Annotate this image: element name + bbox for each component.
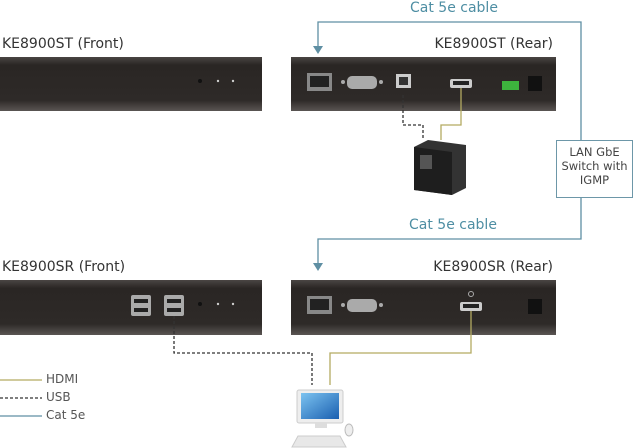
legend-hdmi-label: HDMI [46, 372, 79, 386]
cat5e-cable-label-bottom: Cat 5e cable [409, 217, 497, 233]
computer-tower-icon [414, 140, 466, 195]
ke8900st-front-unit [0, 57, 262, 111]
desktop-computer-icon [291, 389, 354, 448]
terminal-block-icon [502, 81, 519, 90]
hdmi-cable-st [440, 88, 462, 140]
power-jack-icon [528, 76, 542, 91]
st-rear-label: KE8900ST (Rear) [434, 36, 553, 52]
serial-port-icon [347, 299, 377, 312]
cat5e-cable-bottom [313, 198, 582, 271]
switch-line-1: LAN GbE [569, 145, 620, 159]
usb-cable-st [402, 95, 424, 140]
lan-switch-box: LAN GbE Switch with IGMP [556, 140, 633, 198]
usb-cable-sr [173, 316, 313, 385]
ke8900sr-rear-unit [291, 280, 556, 335]
cat5e-cable-label-top: Cat 5e cable [410, 0, 498, 16]
serial-port-icon [347, 76, 377, 89]
sr-front-label: KE8900SR (Front) [2, 259, 126, 275]
st-front-label: KE8900ST (Front) [2, 36, 124, 52]
legend-cat5e-label: Cat 5e [46, 408, 86, 422]
usb-a-ports-icon [131, 295, 151, 316]
ke8900sr-front-unit [0, 280, 262, 335]
switch-line-3: IGMP [579, 173, 610, 187]
sr-rear-label: KE8900SR (Rear) [433, 259, 553, 275]
cat5e-cable-top [313, 21, 582, 140]
power-jack-icon [528, 299, 542, 314]
switch-line-2: Switch with [561, 159, 628, 173]
hdmi-cable-sr [329, 311, 472, 385]
ke8900st-rear-unit [291, 57, 556, 111]
legend-usb-label: USB [46, 390, 71, 404]
usb-a-ports-icon [164, 295, 184, 316]
